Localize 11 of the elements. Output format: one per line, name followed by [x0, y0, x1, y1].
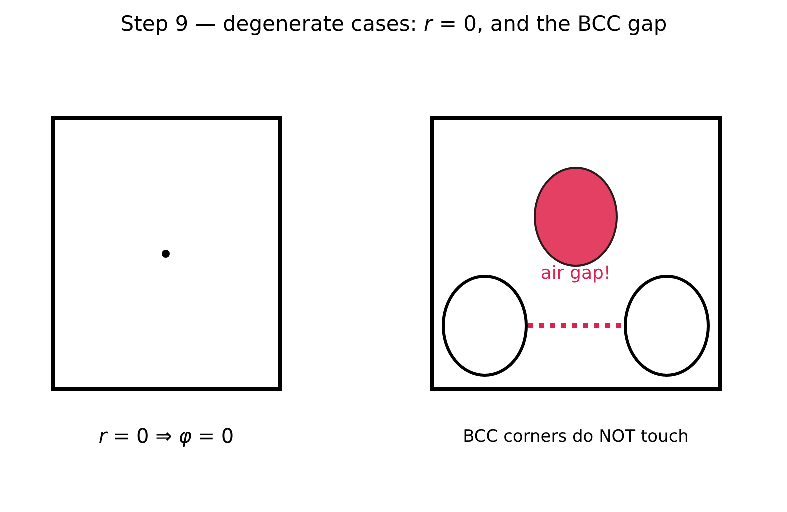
panel-caption: BCC corners do NOT touch	[463, 427, 689, 447]
filled-atom-circle	[534, 167, 618, 267]
gap-line	[528, 324, 624, 328]
panel-caption: r = 0 ⇒ φ = 0	[98, 424, 234, 448]
diagram-title: Step 9 — degenerate cases: r = 0, and the BCC gap	[120, 12, 668, 36]
center-point	[162, 250, 170, 258]
corner-atom-circle	[624, 275, 710, 377]
square-frame	[51, 116, 282, 391]
gap-annotation: air gap!	[540, 263, 612, 284]
corner-atom-circle	[442, 275, 528, 377]
square-frame	[430, 116, 722, 391]
